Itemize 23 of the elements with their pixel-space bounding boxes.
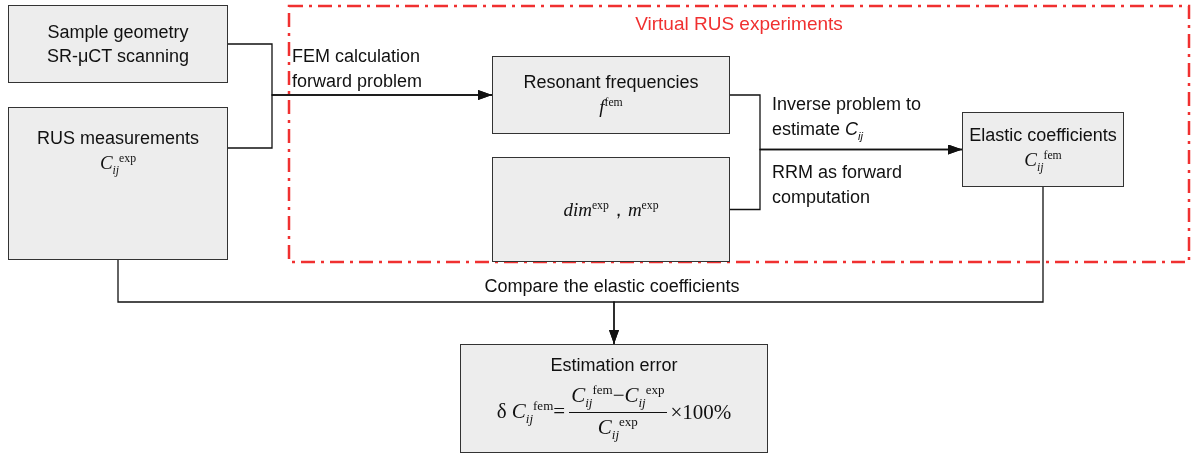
box-heading: Estimation error xyxy=(550,354,678,378)
box-text: Elastic coefficients xyxy=(969,124,1117,147)
box-text: Resonant frequencies xyxy=(523,71,699,95)
process-box xyxy=(460,344,768,453)
process-box xyxy=(492,56,730,134)
formula-term: ×100% xyxy=(670,399,732,427)
edge-label: RRM as forward computation xyxy=(772,161,904,210)
connector-arrow xyxy=(729,144,963,211)
box-text: RUS measurements xyxy=(36,127,200,150)
region-title: Virtual RUS experiments xyxy=(634,12,844,36)
connector-arrow xyxy=(609,186,1044,345)
process-box xyxy=(8,107,228,260)
process-box xyxy=(492,157,730,262)
connector-arrow xyxy=(227,90,493,149)
process-box xyxy=(962,112,1124,187)
process-box xyxy=(8,5,228,83)
edge-label: Inverse problem to estimate C$_{ij}$ xyxy=(772,93,923,144)
edge-label: FEM calculation forward problem xyxy=(292,45,424,94)
math-symbol: f$^{fem}$ xyxy=(599,95,623,120)
box-text: Sample geometry SR-μCT scanning xyxy=(45,20,191,68)
formula-term: δ C$_{ij}$$^{fem}$= xyxy=(496,397,566,428)
math-symbol: dim$^{exp}$，m$^{exp}$ xyxy=(563,197,659,222)
edge-label: Compare the elastic coefficients xyxy=(483,275,741,298)
